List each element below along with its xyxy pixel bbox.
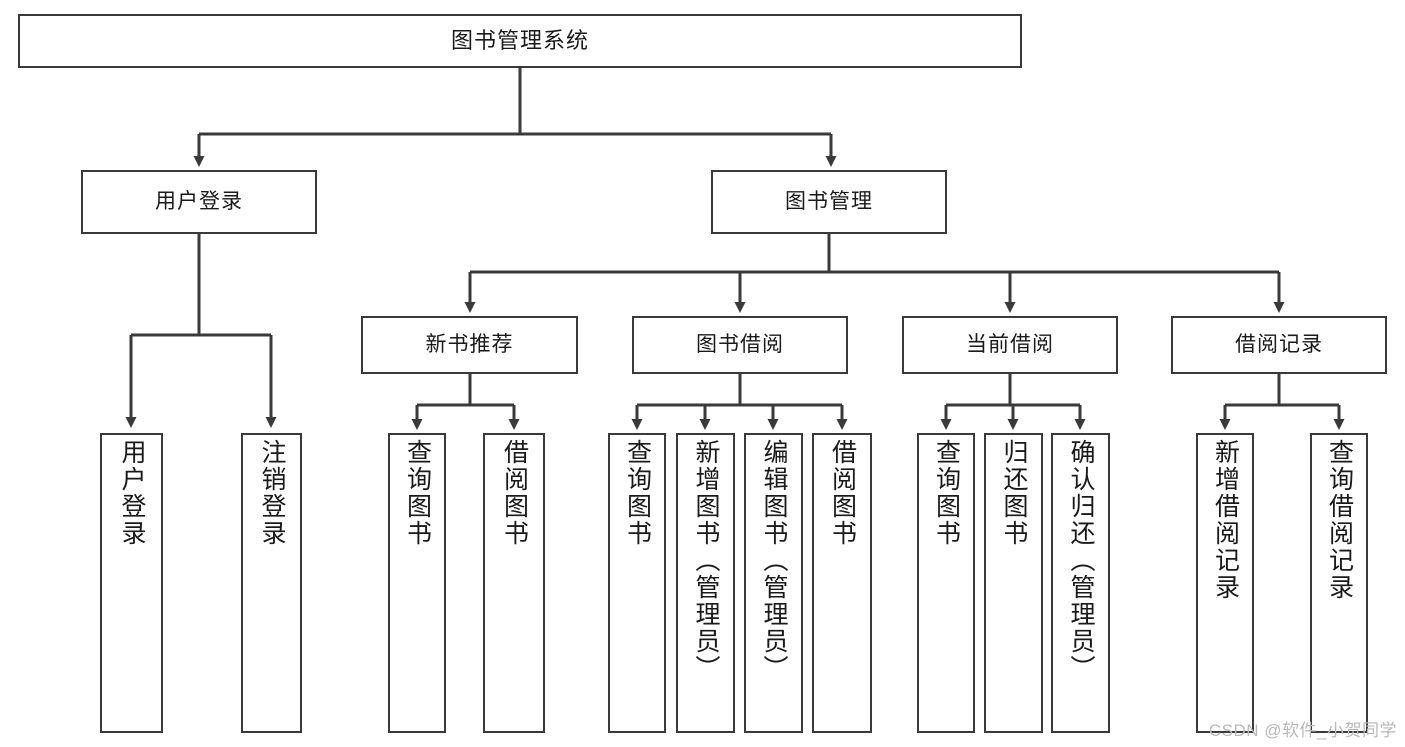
node-root[interactable]: 图书管理系统 xyxy=(18,14,1022,68)
node-leaf-confirm-return-label: 确认归还（管理员） xyxy=(1067,439,1095,682)
node-leaf-query-book-1[interactable]: 查询图书 xyxy=(388,433,446,733)
node-leaf-return-book-label: 归还图书 xyxy=(1000,439,1028,547)
node-leaf-query-book-3-label: 查询图书 xyxy=(932,439,961,547)
node-leaf-return-book[interactable]: 归还图书 xyxy=(984,433,1043,733)
node-borrow-record[interactable]: 借阅记录 xyxy=(1171,316,1387,374)
node-leaf-query-record[interactable]: 查询借阅记录 xyxy=(1310,433,1368,733)
node-leaf-add-book-label: 新增图书（管理员） xyxy=(692,439,720,682)
node-book-borrow-label: 图书借阅 xyxy=(696,332,784,356)
node-leaf-borrow-book-2-label: 借阅图书 xyxy=(828,439,857,547)
node-root-label: 图书管理系统 xyxy=(450,28,589,54)
node-leaf-logout-label: 注销登录 xyxy=(258,439,286,547)
node-leaf-borrow-book-2[interactable]: 借阅图书 xyxy=(812,433,872,733)
node-current-borrow-label: 当前借阅 xyxy=(966,332,1054,356)
node-leaf-edit-book[interactable]: 编辑图书（管理员） xyxy=(744,433,803,733)
node-book-manage-label: 图书管理 xyxy=(785,189,873,213)
node-leaf-add-record[interactable]: 新增借阅记录 xyxy=(1196,433,1254,733)
node-borrow-record-label: 借阅记录 xyxy=(1235,332,1323,356)
node-leaf-user-login[interactable]: 用户登录 xyxy=(100,433,163,733)
node-leaf-edit-book-label: 编辑图书（管理员） xyxy=(760,439,788,682)
watermark: CSDN @软件_小贺同学 xyxy=(1208,721,1397,740)
node-new-book-recommend-label: 新书推荐 xyxy=(425,332,514,356)
node-leaf-borrow-book-1-label: 借阅图书 xyxy=(500,439,529,547)
node-leaf-confirm-return[interactable]: 确认归还（管理员） xyxy=(1051,433,1110,733)
node-leaf-add-book[interactable]: 新增图书（管理员） xyxy=(676,433,735,733)
node-leaf-add-record-label: 新增借阅记录 xyxy=(1211,439,1240,601)
node-leaf-query-record-label: 查询借阅记录 xyxy=(1325,439,1354,601)
node-leaf-borrow-book-1[interactable]: 借阅图书 xyxy=(483,433,545,733)
node-book-borrow[interactable]: 图书借阅 xyxy=(632,316,848,374)
node-leaf-query-book-2[interactable]: 查询图书 xyxy=(608,433,666,733)
node-leaf-user-login-label: 用户登录 xyxy=(118,439,146,547)
node-user-login[interactable]: 用户登录 xyxy=(81,170,317,234)
node-current-borrow[interactable]: 当前借阅 xyxy=(902,316,1118,374)
node-leaf-logout[interactable]: 注销登录 xyxy=(241,433,302,733)
node-new-book-recommend[interactable]: 新书推荐 xyxy=(361,316,578,374)
node-book-manage[interactable]: 图书管理 xyxy=(711,170,947,234)
node-leaf-query-book-2-label: 查询图书 xyxy=(623,439,652,547)
node-leaf-query-book-1-label: 查询图书 xyxy=(403,439,432,547)
node-leaf-query-book-3[interactable]: 查询图书 xyxy=(917,433,975,733)
node-user-login-label: 用户登录 xyxy=(155,189,243,213)
